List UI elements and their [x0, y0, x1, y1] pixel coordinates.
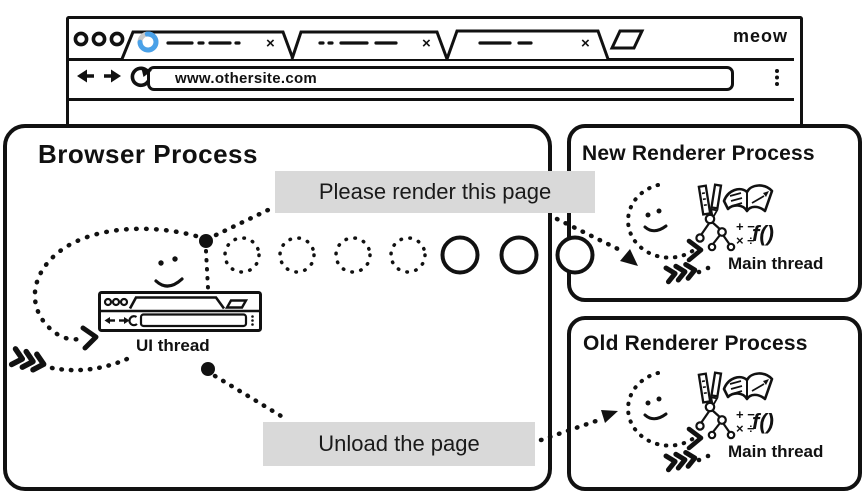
forward-icon[interactable] — [104, 69, 121, 83]
old-renderer-title: Old Renderer Process — [583, 332, 808, 355]
unload-message: Unload the page — [263, 422, 535, 466]
tab-3[interactable] — [445, 29, 610, 60]
main-thread-label-old: Main thread — [728, 442, 824, 461]
main-thread-label-new: Main thread — [728, 254, 824, 273]
tab-3-close-icon[interactable]: × — [581, 35, 590, 52]
browser-process-title: Browser Process — [38, 139, 258, 169]
spinner-icon — [137, 31, 159, 53]
new-renderer-title: New Renderer Process — [582, 142, 815, 165]
browser-window: × × × — [66, 16, 803, 127]
traffic-lights-icon — [73, 31, 125, 47]
browser-chrome-art: × × × — [69, 29, 794, 101]
reload-icon[interactable] — [130, 66, 152, 88]
tab-1-close-icon[interactable]: × — [266, 35, 275, 52]
ui-thread-label: UI thread — [136, 336, 210, 355]
new-tab-icon[interactable] — [609, 29, 645, 50]
back-icon[interactable] — [77, 69, 94, 83]
brand-logo: meow — [733, 26, 789, 46]
tab-1[interactable] — [120, 30, 295, 60]
url-text: www.othersite.com — [175, 70, 318, 87]
please-render-message: Please render this page — [275, 171, 595, 213]
url-bar[interactable]: www.othersite.com — [147, 66, 734, 91]
tab-2-close-icon[interactable]: × — [422, 35, 431, 52]
kebab-menu-icon[interactable] — [775, 69, 779, 86]
tab-2[interactable] — [290, 30, 449, 60]
